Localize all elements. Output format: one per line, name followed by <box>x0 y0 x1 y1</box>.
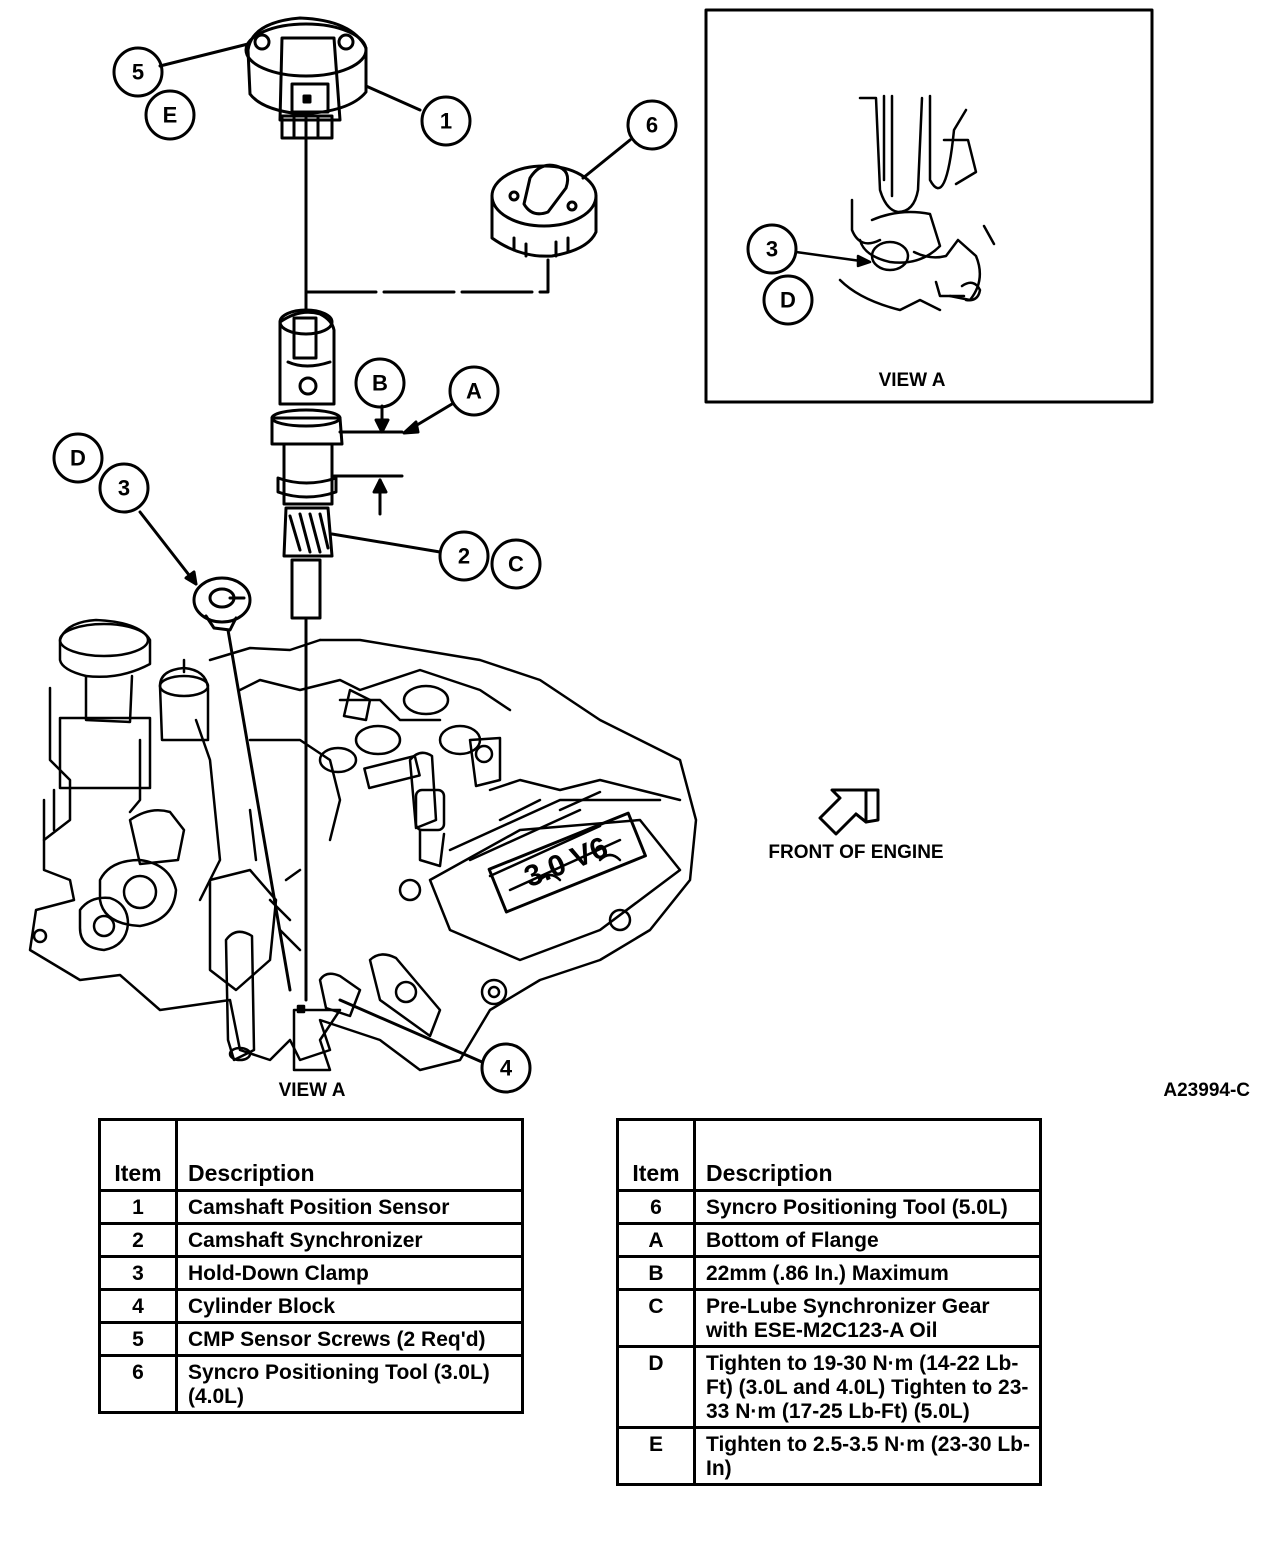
row-item: 5 <box>98 1321 178 1357</box>
view-a-inset-drawing <box>794 94 996 312</box>
row-item: D <box>616 1345 696 1429</box>
table-row: C Pre-Lube Synchronizer Gear with ESE-M2… <box>616 1288 1042 1348</box>
callout-b: B <box>372 371 388 396</box>
table-row: 4 Cylinder Block <box>98 1288 524 1324</box>
row-description: Syncro Positioning Tool (3.0L) (4.0L) <box>175 1354 524 1414</box>
view-a-main-label: VIEW A <box>279 1080 346 1101</box>
camshaft-synchronizer <box>270 308 344 620</box>
row-description: Tighten to 19-30 N·m (14-22 Lb-Ft) (3.0L… <box>693 1345 1042 1429</box>
row-item: A <box>616 1222 696 1258</box>
row-description: Camshaft Position Sensor <box>175 1189 524 1225</box>
row-item: 1 <box>98 1189 178 1225</box>
header-description: Description <box>693 1118 1042 1192</box>
row-item: 6 <box>616 1189 696 1225</box>
callout-d-main: D <box>70 446 86 471</box>
figure-id: A23994-C <box>1163 1080 1250 1101</box>
row-description: Pre-Lube Synchronizer Gear with ESE-M2C1… <box>693 1288 1042 1348</box>
row-item: C <box>616 1288 696 1348</box>
header-item: Item <box>616 1118 696 1192</box>
table-row: 6 Syncro Positioning Tool (5.0L) <box>616 1189 1042 1225</box>
row-description: Tighten to 2.5-3.5 N·m (23-30 Lb-In) <box>693 1426 1042 1486</box>
table-header-row: Item Description <box>98 1118 524 1192</box>
camshaft-position-sensor <box>244 16 368 140</box>
table-row: 6 Syncro Positioning Tool (3.0L) (4.0L) <box>98 1354 524 1414</box>
row-item: E <box>616 1426 696 1486</box>
syncro-positioning-tool <box>490 163 598 258</box>
row-description: CMP Sensor Screws (2 Req'd) <box>175 1321 524 1357</box>
callout-c: C <box>508 552 524 577</box>
callout-circles <box>52 46 814 1094</box>
callout-6: 6 <box>646 113 658 138</box>
table-row: 3 Hold-Down Clamp <box>98 1255 524 1291</box>
table-row: A Bottom of Flange <box>616 1222 1042 1258</box>
table-row: 2 Camshaft Synchronizer <box>98 1222 524 1258</box>
exploded-diagram: 5 E 1 6 B A D 3 2 C 4 3 D VIEW A VIEW A … <box>28 8 1250 1101</box>
row-description: 22mm (.86 In.) Maximum <box>693 1255 1042 1291</box>
callout-4: 4 <box>500 1056 513 1081</box>
front-of-engine-label: FRONT OF ENGINE <box>768 842 943 863</box>
callout-e: E <box>163 103 178 128</box>
callout-3-view: 3 <box>766 237 778 262</box>
header-item: Item <box>98 1118 178 1192</box>
engine-badge <box>487 811 647 914</box>
callout-2: 2 <box>458 544 470 569</box>
table-row: E Tighten to 2.5-3.5 N·m (23-30 Lb-In) <box>616 1426 1042 1486</box>
table-row: D Tighten to 19-30 N·m (14-22 Lb-Ft) (3.… <box>616 1345 1042 1429</box>
front-of-engine-arrow <box>818 788 880 836</box>
callout-a: A <box>466 379 482 404</box>
legend-table-left: Item Description 1 Camshaft Position Sen… <box>98 1118 524 1414</box>
hold-down-clamp <box>192 576 292 992</box>
legend-table-right: Item Description 6 Syncro Positioning To… <box>616 1118 1042 1486</box>
callout-5: 5 <box>132 60 144 85</box>
row-description: Bottom of Flange <box>693 1222 1042 1258</box>
table-header-row: Item Description <box>616 1118 1042 1192</box>
table-row: 1 Camshaft Position Sensor <box>98 1189 524 1225</box>
table-row: B 22mm (.86 In.) Maximum <box>616 1255 1042 1291</box>
row-item: 2 <box>98 1222 178 1258</box>
callout-d-view: D <box>780 288 796 313</box>
view-a-inset-label: VIEW A <box>879 370 946 391</box>
row-item: 6 <box>98 1354 178 1414</box>
row-item: B <box>616 1255 696 1291</box>
cylinder-block <box>28 618 698 1072</box>
row-description: Hold-Down Clamp <box>175 1255 524 1291</box>
row-item: 3 <box>98 1255 178 1291</box>
header-description: Description <box>175 1118 524 1192</box>
table-row: 5 CMP Sensor Screws (2 Req'd) <box>98 1321 524 1357</box>
row-description: Camshaft Synchronizer <box>175 1222 524 1258</box>
callout-1: 1 <box>440 109 452 134</box>
view-a-inset-box <box>704 8 1154 404</box>
row-description: Cylinder Block <box>175 1288 524 1324</box>
callout-3-main: 3 <box>118 476 130 501</box>
row-description: Syncro Positioning Tool (5.0L) <box>693 1189 1042 1225</box>
row-item: 4 <box>98 1288 178 1324</box>
